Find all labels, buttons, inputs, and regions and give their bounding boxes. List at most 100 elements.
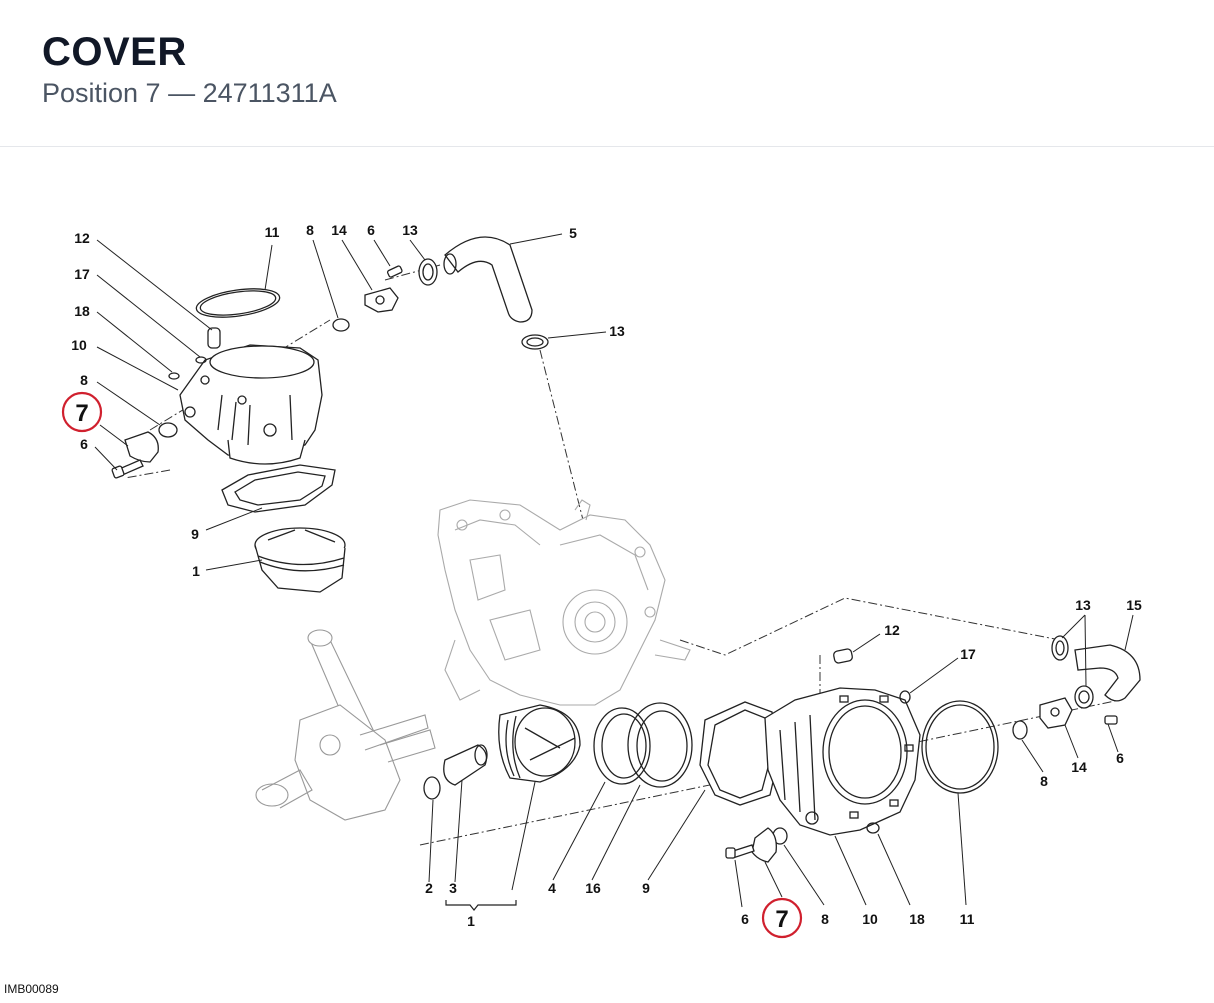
bottom-seal-17 (899, 690, 911, 704)
top-seal-18 (168, 372, 180, 380)
bottom-cylinder-10-stud (849, 811, 859, 819)
callout-top-6: 6 (80, 436, 88, 452)
callout-top-13b: 13 (609, 323, 625, 339)
bottom-dowel-12 (833, 648, 853, 664)
page-title: COVER (42, 30, 187, 74)
top-hose-5 (444, 236, 533, 323)
callout-labels: 12 17 18 10 8 7 6 9 1 11 8 14 6 13 5 13 … (71, 222, 1142, 933)
bottom-base-gasket-9 (699, 701, 779, 806)
top-port-o-ring-8 (332, 318, 350, 332)
callout-top-9: 9 (191, 526, 199, 542)
callout-top-7: 7 (75, 400, 88, 427)
callout-bottom-11: 11 (960, 911, 975, 927)
top-cylinder-bore (209, 345, 315, 379)
callout-bottom-12: 12 (884, 622, 900, 638)
bottom-piston-4-crown (514, 707, 576, 777)
top-cylinder-skirt (227, 439, 306, 465)
top-cylinder-fin (217, 394, 293, 446)
bottom-piston-ring-16 (593, 707, 651, 785)
callout-top-18: 18 (74, 303, 90, 319)
callout-bottom-18: 18 (909, 911, 925, 927)
bottom-cylinder-10-stud (879, 695, 889, 703)
callout-top-6b: 6 (367, 222, 375, 238)
top-clamp-13b (521, 334, 549, 350)
bottom-screw-6-head (725, 847, 736, 859)
callout-top-12: 12 (74, 230, 90, 246)
top-cylinder-bolt-hole (263, 423, 277, 437)
bottom-cylinder-10-bore-inner (828, 705, 902, 799)
callout-top-10: 10 (71, 337, 87, 353)
bottom-cylinder-10-stud (904, 744, 914, 752)
bottom-highlight-circle (761, 897, 803, 939)
bottom-seal-18 (866, 822, 880, 834)
callout-bottom-7: 7 (775, 906, 788, 933)
bottom-o-ring-11 (921, 700, 999, 794)
callout-top-11: 11 (265, 224, 280, 240)
bottom-piston-ring-16-inner (601, 713, 647, 779)
image-code: IMB00089 (4, 982, 59, 996)
top-fitting-14-hole (375, 295, 385, 305)
top-o-ring-11 (195, 288, 281, 318)
crankshaft (255, 629, 436, 821)
bottom-circlip-2 (423, 776, 441, 800)
callout-bottom-1: 1 (467, 913, 475, 929)
position-highlights (61, 391, 803, 939)
callout-bottom-10: 10 (862, 911, 878, 927)
callout-bottom-17: 17 (960, 646, 976, 662)
callout-top-17: 17 (74, 266, 90, 282)
callout-bottom-9: 9 (642, 880, 650, 896)
leader-lines (94, 233, 1134, 908)
top-screw-6-head (111, 465, 125, 479)
bottom-piston-pin-3 (443, 744, 488, 786)
top-base-gasket-9 (221, 464, 336, 513)
callout-bottom-8r: 8 (1040, 773, 1048, 789)
page-subtitle: Position 7 — 24711311A (42, 78, 337, 108)
callout-bottom-3: 3 (449, 880, 457, 896)
top-highlight-circle (61, 391, 103, 433)
top-fitting-14 (364, 287, 399, 313)
bottom-piston-4-cut (524, 727, 576, 761)
bottom-clamp-13b-inner (1078, 690, 1090, 704)
bottom-piston-4-groove (505, 715, 521, 779)
top-dowel-12 (207, 327, 221, 349)
crankcase (437, 499, 691, 706)
callout-bottom-8: 8 (821, 911, 829, 927)
bottom-piston-ring-16b (627, 702, 693, 788)
top-seal-17 (195, 356, 207, 364)
top-piston-body (254, 544, 346, 593)
bottom-cover-7 (751, 827, 777, 863)
bottom-clamp-13b (1074, 685, 1094, 709)
callout-bottom-15: 15 (1126, 597, 1142, 613)
top-o-ring-11-inner (199, 290, 277, 316)
top-hose-5-end (443, 253, 457, 275)
bottom-o-ring-11-inner (925, 704, 995, 790)
top-clamp-13a (418, 258, 438, 286)
top-clamp-13a-inner (422, 263, 434, 281)
top-cylinder-bolt-hole (237, 395, 247, 405)
bottom-fitting-14 (1039, 697, 1073, 729)
top-clamp-13b-inner (526, 337, 544, 347)
assembly-brace-1 (445, 900, 517, 911)
bottom-cylinder-10-stud (839, 695, 849, 703)
callout-top-8: 8 (80, 372, 88, 388)
callout-top-5: 5 (569, 225, 577, 241)
callout-bottom-2: 2 (425, 880, 433, 896)
bottom-cylinder-10-bore (822, 699, 908, 805)
top-base-gasket-9-inner (234, 471, 326, 506)
bottom-cylinder-10-port (805, 811, 819, 825)
callout-bottom-6r: 6 (1116, 750, 1124, 766)
top-o-ring-8 (158, 422, 178, 438)
callout-bottom-6: 6 (741, 911, 749, 927)
bottom-clamp-13a-inner (1055, 640, 1065, 656)
callout-top-1: 1 (192, 563, 200, 579)
top-cylinder-bolt-hole (184, 406, 196, 418)
bottom-cylinder-group (423, 635, 1141, 863)
bottom-screw-6r (1104, 715, 1118, 725)
callout-bottom-4: 4 (548, 880, 556, 896)
bottom-hose-15 (1074, 644, 1141, 702)
top-piston-ring-groove (257, 555, 345, 572)
bottom-right-o-ring-8 (1012, 720, 1028, 740)
callout-bottom-13: 13 (1075, 597, 1091, 613)
bottom-cylinder-10-stud (889, 799, 899, 807)
